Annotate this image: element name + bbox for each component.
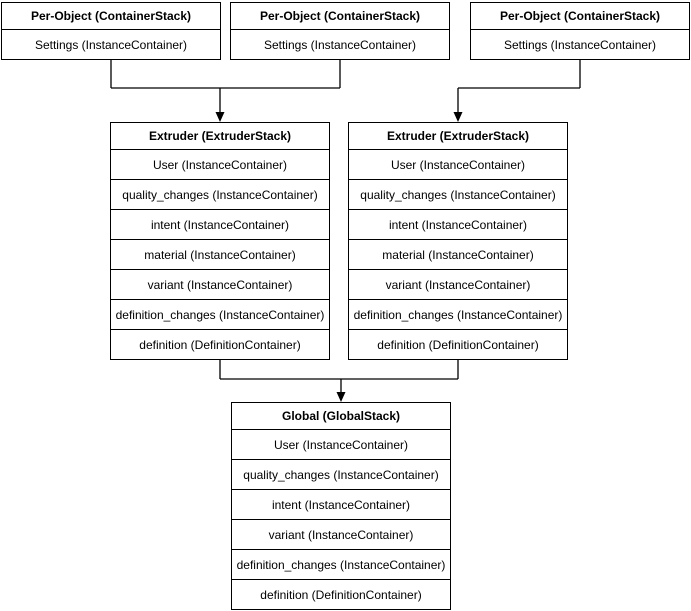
container-row: Settings (InstanceContainer) bbox=[2, 29, 220, 59]
container-row: quality_changes (InstanceContainer) bbox=[111, 179, 329, 209]
container-row: definition_changes (InstanceContainer) bbox=[111, 299, 329, 329]
arrow-extruders-to-global bbox=[219, 360, 459, 402]
stack-title: Per-Object (ContainerStack) bbox=[259, 9, 421, 23]
stack-title: Per-Object (ContainerStack) bbox=[30, 9, 192, 23]
container-row: Settings (InstanceContainer) bbox=[471, 29, 689, 59]
container-row: intent (InstanceContainer) bbox=[111, 209, 329, 239]
per-object-stack-1: Per-Object (ContainerStack) Settings (In… bbox=[1, 2, 221, 60]
container-row: definition_changes (InstanceContainer) bbox=[349, 299, 567, 329]
container-row: quality_changes (InstanceContainer) bbox=[232, 459, 450, 489]
global-stack: Global (GlobalStack) User (InstanceConta… bbox=[231, 402, 451, 610]
per-object-stack-2: Per-Object (ContainerStack) Settings (In… bbox=[230, 2, 450, 60]
container-row: Settings (InstanceContainer) bbox=[231, 29, 449, 59]
container-row: material (InstanceContainer) bbox=[111, 239, 329, 269]
arrow-perobject-to-extruder-2 bbox=[453, 60, 581, 122]
container-row: intent (InstanceContainer) bbox=[232, 489, 450, 519]
container-row: variant (InstanceContainer) bbox=[349, 269, 567, 299]
container-row: variant (InstanceContainer) bbox=[111, 269, 329, 299]
container-row: definition (DefinitionContainer) bbox=[232, 579, 450, 609]
stack-title: Extruder (ExtruderStack) bbox=[386, 129, 530, 143]
extruder-stack-2: Extruder (ExtruderStack) User (InstanceC… bbox=[348, 122, 568, 360]
container-row: definition (DefinitionContainer) bbox=[111, 329, 329, 359]
container-row: User (InstanceContainer) bbox=[349, 149, 567, 179]
container-row: definition_changes (InstanceContainer) bbox=[232, 549, 450, 579]
stack-title: Per-Object (ContainerStack) bbox=[499, 9, 661, 23]
stack-title: Extruder (ExtruderStack) bbox=[148, 129, 292, 143]
container-row: User (InstanceContainer) bbox=[232, 429, 450, 459]
container-row: material (InstanceContainer) bbox=[349, 239, 567, 269]
container-row: variant (InstanceContainer) bbox=[232, 519, 450, 549]
stack-title: Global (GlobalStack) bbox=[281, 409, 401, 423]
container-row: User (InstanceContainer) bbox=[111, 149, 329, 179]
arrow-perobjects-to-extruder-1 bbox=[110, 60, 341, 122]
per-object-stack-3: Per-Object (ContainerStack) Settings (In… bbox=[470, 2, 690, 60]
container-row: quality_changes (InstanceContainer) bbox=[349, 179, 567, 209]
container-row: definition (DefinitionContainer) bbox=[349, 329, 567, 359]
container-row: intent (InstanceContainer) bbox=[349, 209, 567, 239]
extruder-stack-1: Extruder (ExtruderStack) User (InstanceC… bbox=[110, 122, 330, 360]
